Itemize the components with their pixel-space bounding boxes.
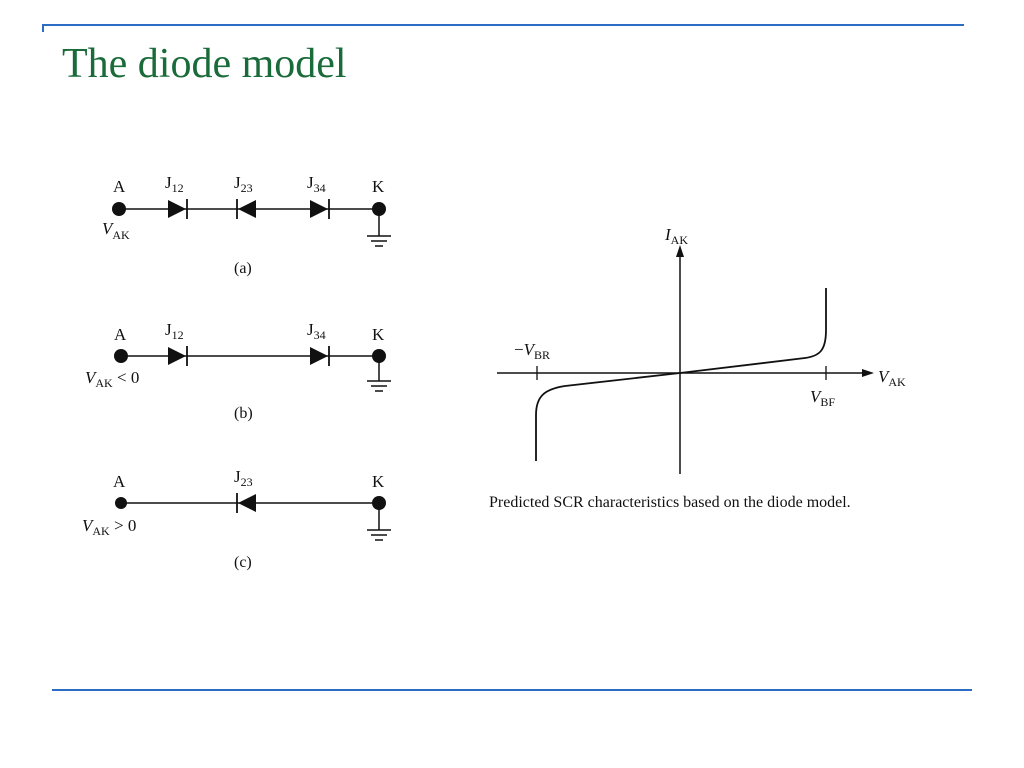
- scr-characteristic-graph: IAK VAK −VBR VBF Predicted SCR character…: [489, 225, 906, 511]
- diode-j12: [168, 346, 188, 366]
- terminal-a-dot: [114, 349, 128, 363]
- diode-j34: [310, 199, 330, 219]
- node-label-k: K: [372, 177, 385, 196]
- junction-label-j34: J34: [307, 173, 326, 195]
- diode-j23: [236, 493, 256, 513]
- y-axis-arrow-icon: [676, 245, 684, 257]
- diode-j34: [310, 346, 330, 366]
- ground-symbol: [367, 356, 391, 392]
- voltage-condition-positive: VAK > 0: [82, 516, 136, 538]
- diode-j12: [168, 199, 188, 219]
- junction-label-j23: J23: [234, 467, 253, 489]
- node-label-a: A: [113, 177, 126, 196]
- node-label-a: A: [113, 472, 126, 491]
- junction-label-j34: J34: [307, 320, 326, 342]
- circuit-a: A K J12 J23 J34 VAK (a): [102, 173, 391, 277]
- iv-characteristic-curve: [535, 288, 827, 461]
- circuit-b: A K J12 J34 VAK < 0 (b): [85, 320, 391, 422]
- circuit-caption-b: (b): [234, 405, 253, 422]
- diode-j23: [236, 199, 256, 219]
- node-label-k: K: [372, 472, 385, 491]
- ground-symbol: [367, 209, 391, 247]
- forward-breakover-label: VBF: [810, 387, 835, 409]
- y-axis-label: IAK: [664, 225, 688, 247]
- circuit-caption-c: (c): [234, 554, 252, 571]
- junction-label-j12: J12: [165, 320, 184, 342]
- terminal-a-dot: [115, 497, 127, 509]
- top-rule-tick: [42, 24, 44, 32]
- x-axis-label: VAK: [878, 367, 906, 389]
- junction-label-j23: J23: [234, 173, 253, 195]
- top-rule: [42, 24, 964, 26]
- terminal-a-dot: [112, 202, 126, 216]
- circuit-caption-a: (a): [234, 260, 252, 277]
- slide-title: The diode model: [62, 41, 347, 87]
- node-label-a: A: [114, 325, 127, 344]
- graph-caption: Predicted SCR characteristics based on t…: [489, 494, 851, 511]
- voltage-condition-negative: VAK < 0: [85, 368, 139, 390]
- bottom-rule: [52, 689, 972, 691]
- node-label-k: K: [372, 325, 385, 344]
- x-axis-arrow-icon: [862, 369, 874, 377]
- reverse-breakdown-label: −VBR: [514, 340, 550, 362]
- ground-symbol: [367, 503, 391, 541]
- junction-label-j12: J12: [165, 173, 184, 195]
- circuit-c: A K J23 VAK > 0 (c): [82, 467, 391, 571]
- voltage-label-vak: VAK: [102, 219, 130, 242]
